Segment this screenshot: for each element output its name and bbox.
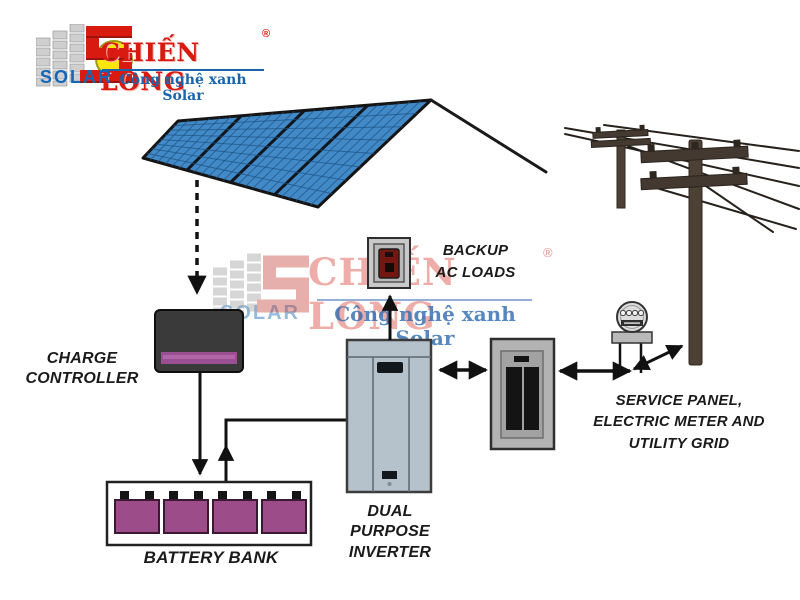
- solar-array: [141, 98, 548, 209]
- watermark-registered-mark: ®: [543, 245, 553, 260]
- battery-bank-label: BATTERY BANK: [143, 548, 279, 567]
- registered-mark: ®: [262, 28, 271, 40]
- inverter-label: DUAL PURPOSE INVERTER: [348, 503, 432, 561]
- utility-pole: [564, 124, 800, 366]
- electric-meter: [611, 301, 653, 373]
- service-panel: [489, 337, 556, 451]
- brand-tagline: Công nghệ xanh Solar: [119, 72, 247, 104]
- meter-pole-arrow: [632, 344, 684, 371]
- backup-outlet: [367, 237, 411, 289]
- brand-underline: [102, 69, 264, 71]
- battery-to-inverter-line: [224, 418, 347, 481]
- watermark-underline: [317, 299, 532, 301]
- brand-solar-text: SOLAR: [40, 67, 113, 87]
- dual-purpose-inverter: [345, 338, 433, 494]
- watermark-building-icon: [213, 253, 309, 316]
- roof-ridge-line: [429, 98, 548, 174]
- service-panel-label: SERVICE PANEL, ELECTRIC METER AND UTILIT…: [593, 392, 765, 452]
- charge-controller-label: CHARGE CONTROLLER: [25, 350, 139, 388]
- logo-building-icon: [36, 24, 132, 87]
- battery-bank: [105, 480, 313, 547]
- brand-name: CHIẾN LONG: [100, 38, 200, 96]
- charge-controller: [154, 309, 244, 373]
- backup-ac-loads-label: BACKUP AC LOADS: [435, 242, 516, 281]
